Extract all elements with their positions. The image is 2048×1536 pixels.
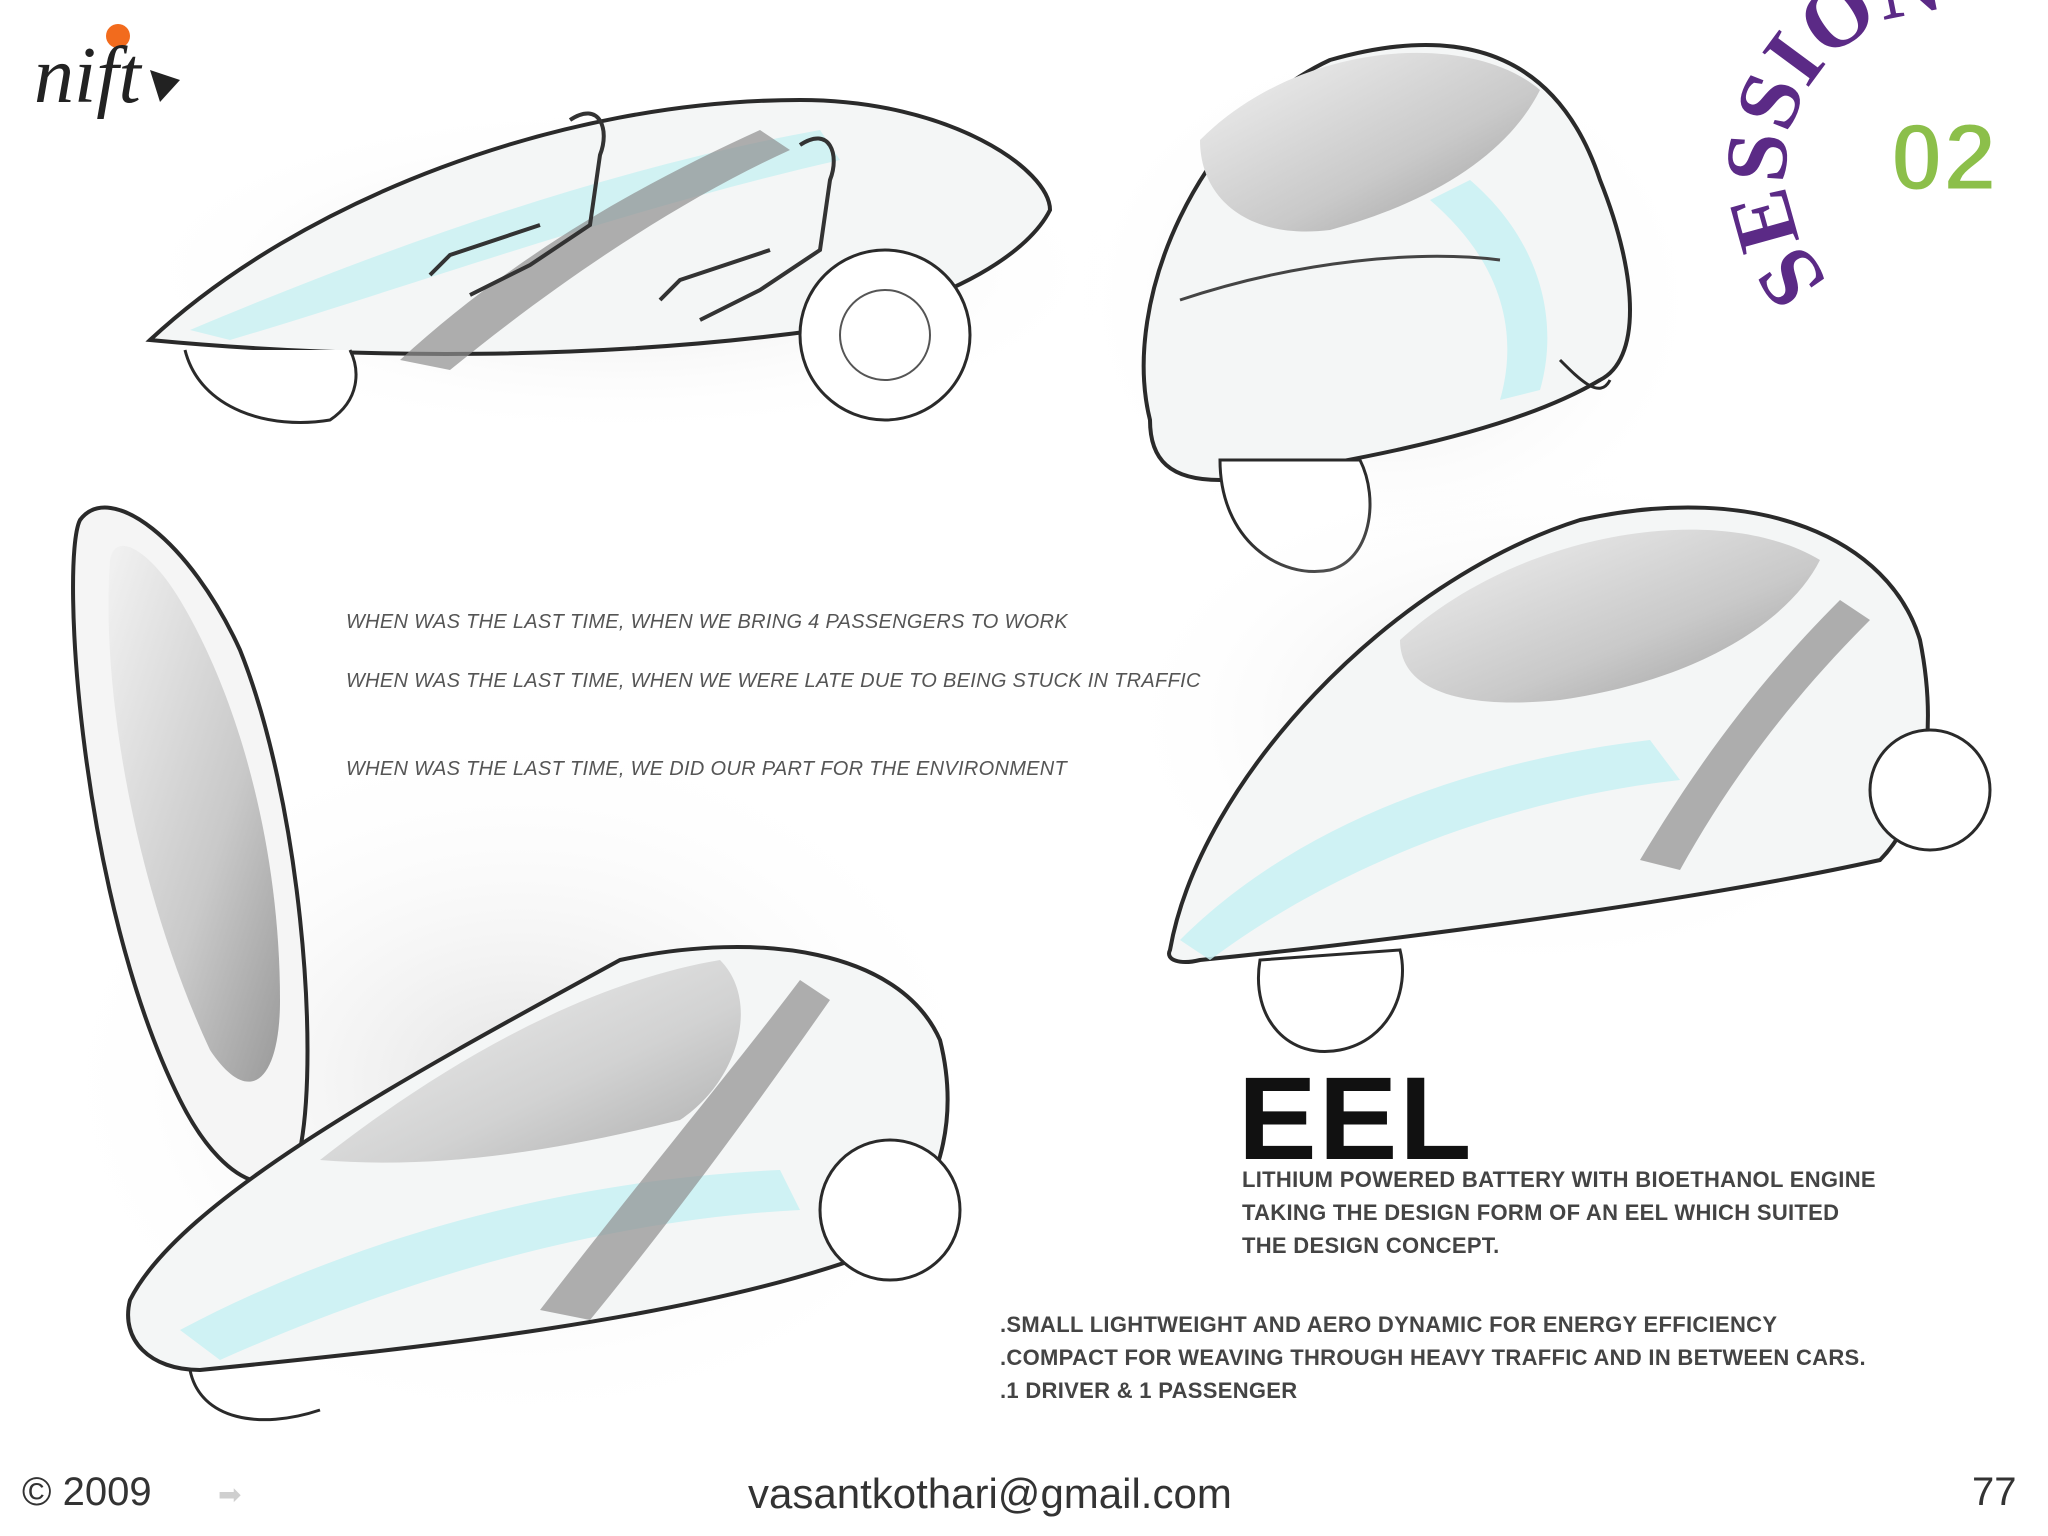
logo-text: nift — [34, 32, 142, 120]
description-line-2: TAKING THE DESIGN FORM OF AN EEL WHICH S… — [1242, 1200, 1840, 1225]
nift-logo: nift — [34, 24, 180, 120]
session-badge: SESSION 02 — [1708, 0, 1999, 325]
footer-email: vasantkothari@gmail.com — [748, 1470, 1232, 1517]
sketch-open-canopy — [40, 505, 1000, 1440]
sketch-rear-view — [1110, 460, 1992, 1053]
sketch-front-view — [1070, 30, 1710, 573]
feature-2: .COMPACT FOR WEAVING THROUGH HEAVY TRAFF… — [1000, 1345, 1866, 1370]
description-line-3: THE DESIGN CONCEPT. — [1242, 1233, 1500, 1258]
product-title: EEL — [1238, 1053, 1474, 1185]
feature-1: .SMALL LIGHTWEIGHT AND AERO DYNAMIC FOR … — [1000, 1312, 1778, 1337]
question-1: WHEN WAS THE LAST TIME, WHEN WE BRING 4 … — [346, 611, 1068, 633]
logo-dot — [106, 24, 130, 48]
session-badge-number: 02 — [1890, 104, 1997, 211]
feature-3: .1 DRIVER & 1 PASSENGER — [1000, 1378, 1298, 1403]
question-3: WHEN WAS THE LAST TIME, WE DID OUR PART … — [346, 758, 1068, 780]
question-2: WHEN WAS THE LAST TIME, WHEN WE WERE LAT… — [346, 670, 1201, 692]
next-arrow-icon[interactable]: ➡ — [218, 1479, 242, 1510]
sketch-side-view — [120, 97, 1120, 440]
copyright-text: © 2009 — [22, 1470, 152, 1514]
description-line-1: LITHIUM POWERED BATTERY WITH BIOETHANOL … — [1242, 1167, 1876, 1192]
page-number: 77 — [1972, 1470, 2017, 1514]
